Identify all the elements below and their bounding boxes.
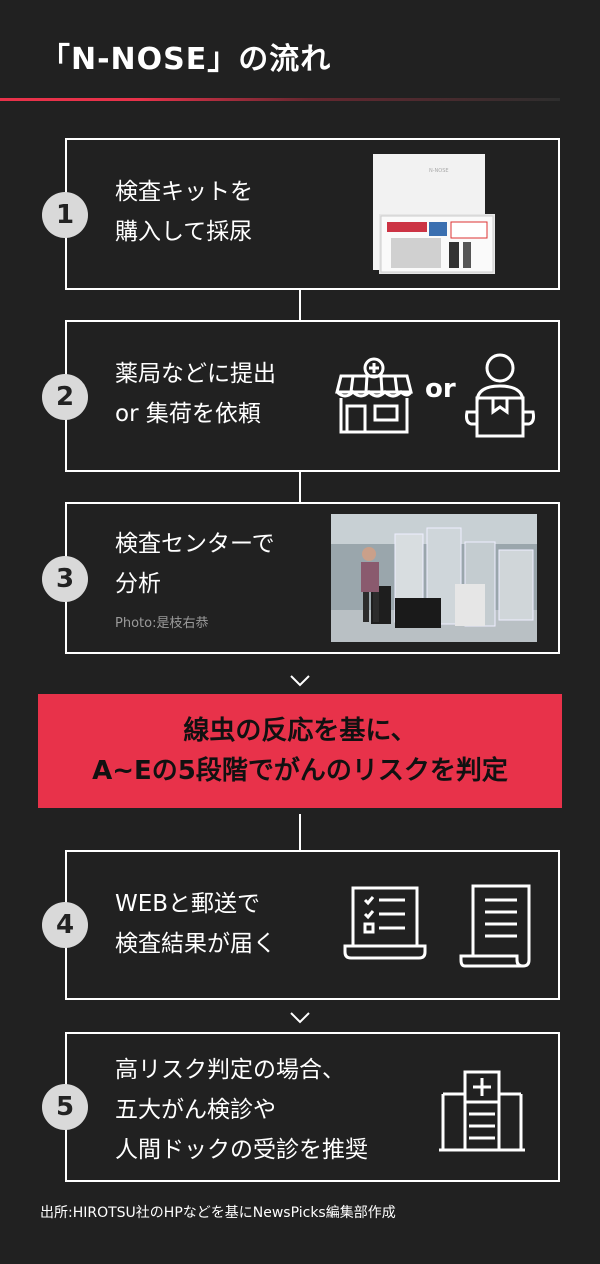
step-1-number: 1 [42, 192, 88, 238]
laptop-checklist-icon [343, 884, 427, 966]
step-3-label: 検査センターで 分析 [115, 531, 275, 597]
banner-line-2: A~Eの5段階でがんのリスクを判定 [92, 756, 508, 786]
step-1-box: 検査キットを 購入して採尿 N-NOSE [65, 138, 560, 290]
connector-line-2 [299, 472, 301, 502]
risk-judgement-banner: 線虫の反応を基に、 A~Eの5段階でがんのリスクを判定 [38, 694, 562, 808]
pharmacy-store-icon [333, 354, 415, 436]
step-2-number: 2 [42, 374, 88, 420]
step-3-number: 3 [42, 556, 88, 602]
connector-line-3 [299, 814, 301, 850]
hospital-icon [439, 1070, 525, 1152]
step-5-box: 高リスク判定の場合、 五大がん検診や 人間ドックの受診を推奨 [65, 1032, 560, 1182]
photo-credit: Photo:是枝右恭 [115, 616, 209, 631]
connector-line-1 [299, 290, 301, 320]
step-4-box: WEBと郵送で 検査結果が届く [65, 850, 560, 1000]
step-4-label: WEBと郵送で 検査結果が届く [115, 891, 276, 957]
svg-text:N-NOSE: N-NOSE [429, 168, 449, 174]
test-kit-photo: N-NOSE [369, 152, 499, 277]
step-5-number: 5 [42, 1084, 88, 1130]
page-title: 「N-NOSE」の流れ [40, 42, 332, 77]
step-4-number: 4 [42, 902, 88, 948]
title-underline [0, 98, 560, 101]
step-5-label: 高リスク判定の場合、 五大がん検診や 人間ドックの受診を推奨 [115, 1057, 368, 1163]
down-arrow-1 [290, 675, 310, 687]
down-arrow-2 [290, 1012, 310, 1024]
paper-document-icon [459, 884, 537, 968]
or-text: or [425, 374, 456, 404]
banner-line-1: 線虫の反応を基に、 [183, 716, 417, 746]
step-2-label: 薬局などに提出 or 集荷を依頼 [115, 361, 276, 427]
lab-photo [331, 514, 537, 642]
delivery-person-icon [463, 352, 537, 438]
step-1-label: 検査キットを 購入して採尿 [115, 179, 253, 245]
step-3-box: 検査センターで 分析 Photo:是枝右恭 [65, 502, 560, 654]
step-2-box: 薬局などに提出 or 集荷を依頼 or [65, 320, 560, 472]
source-note: 出所:HIROTSU社のHPなどを基にNewsPicks編集部作成 [40, 1205, 396, 1221]
